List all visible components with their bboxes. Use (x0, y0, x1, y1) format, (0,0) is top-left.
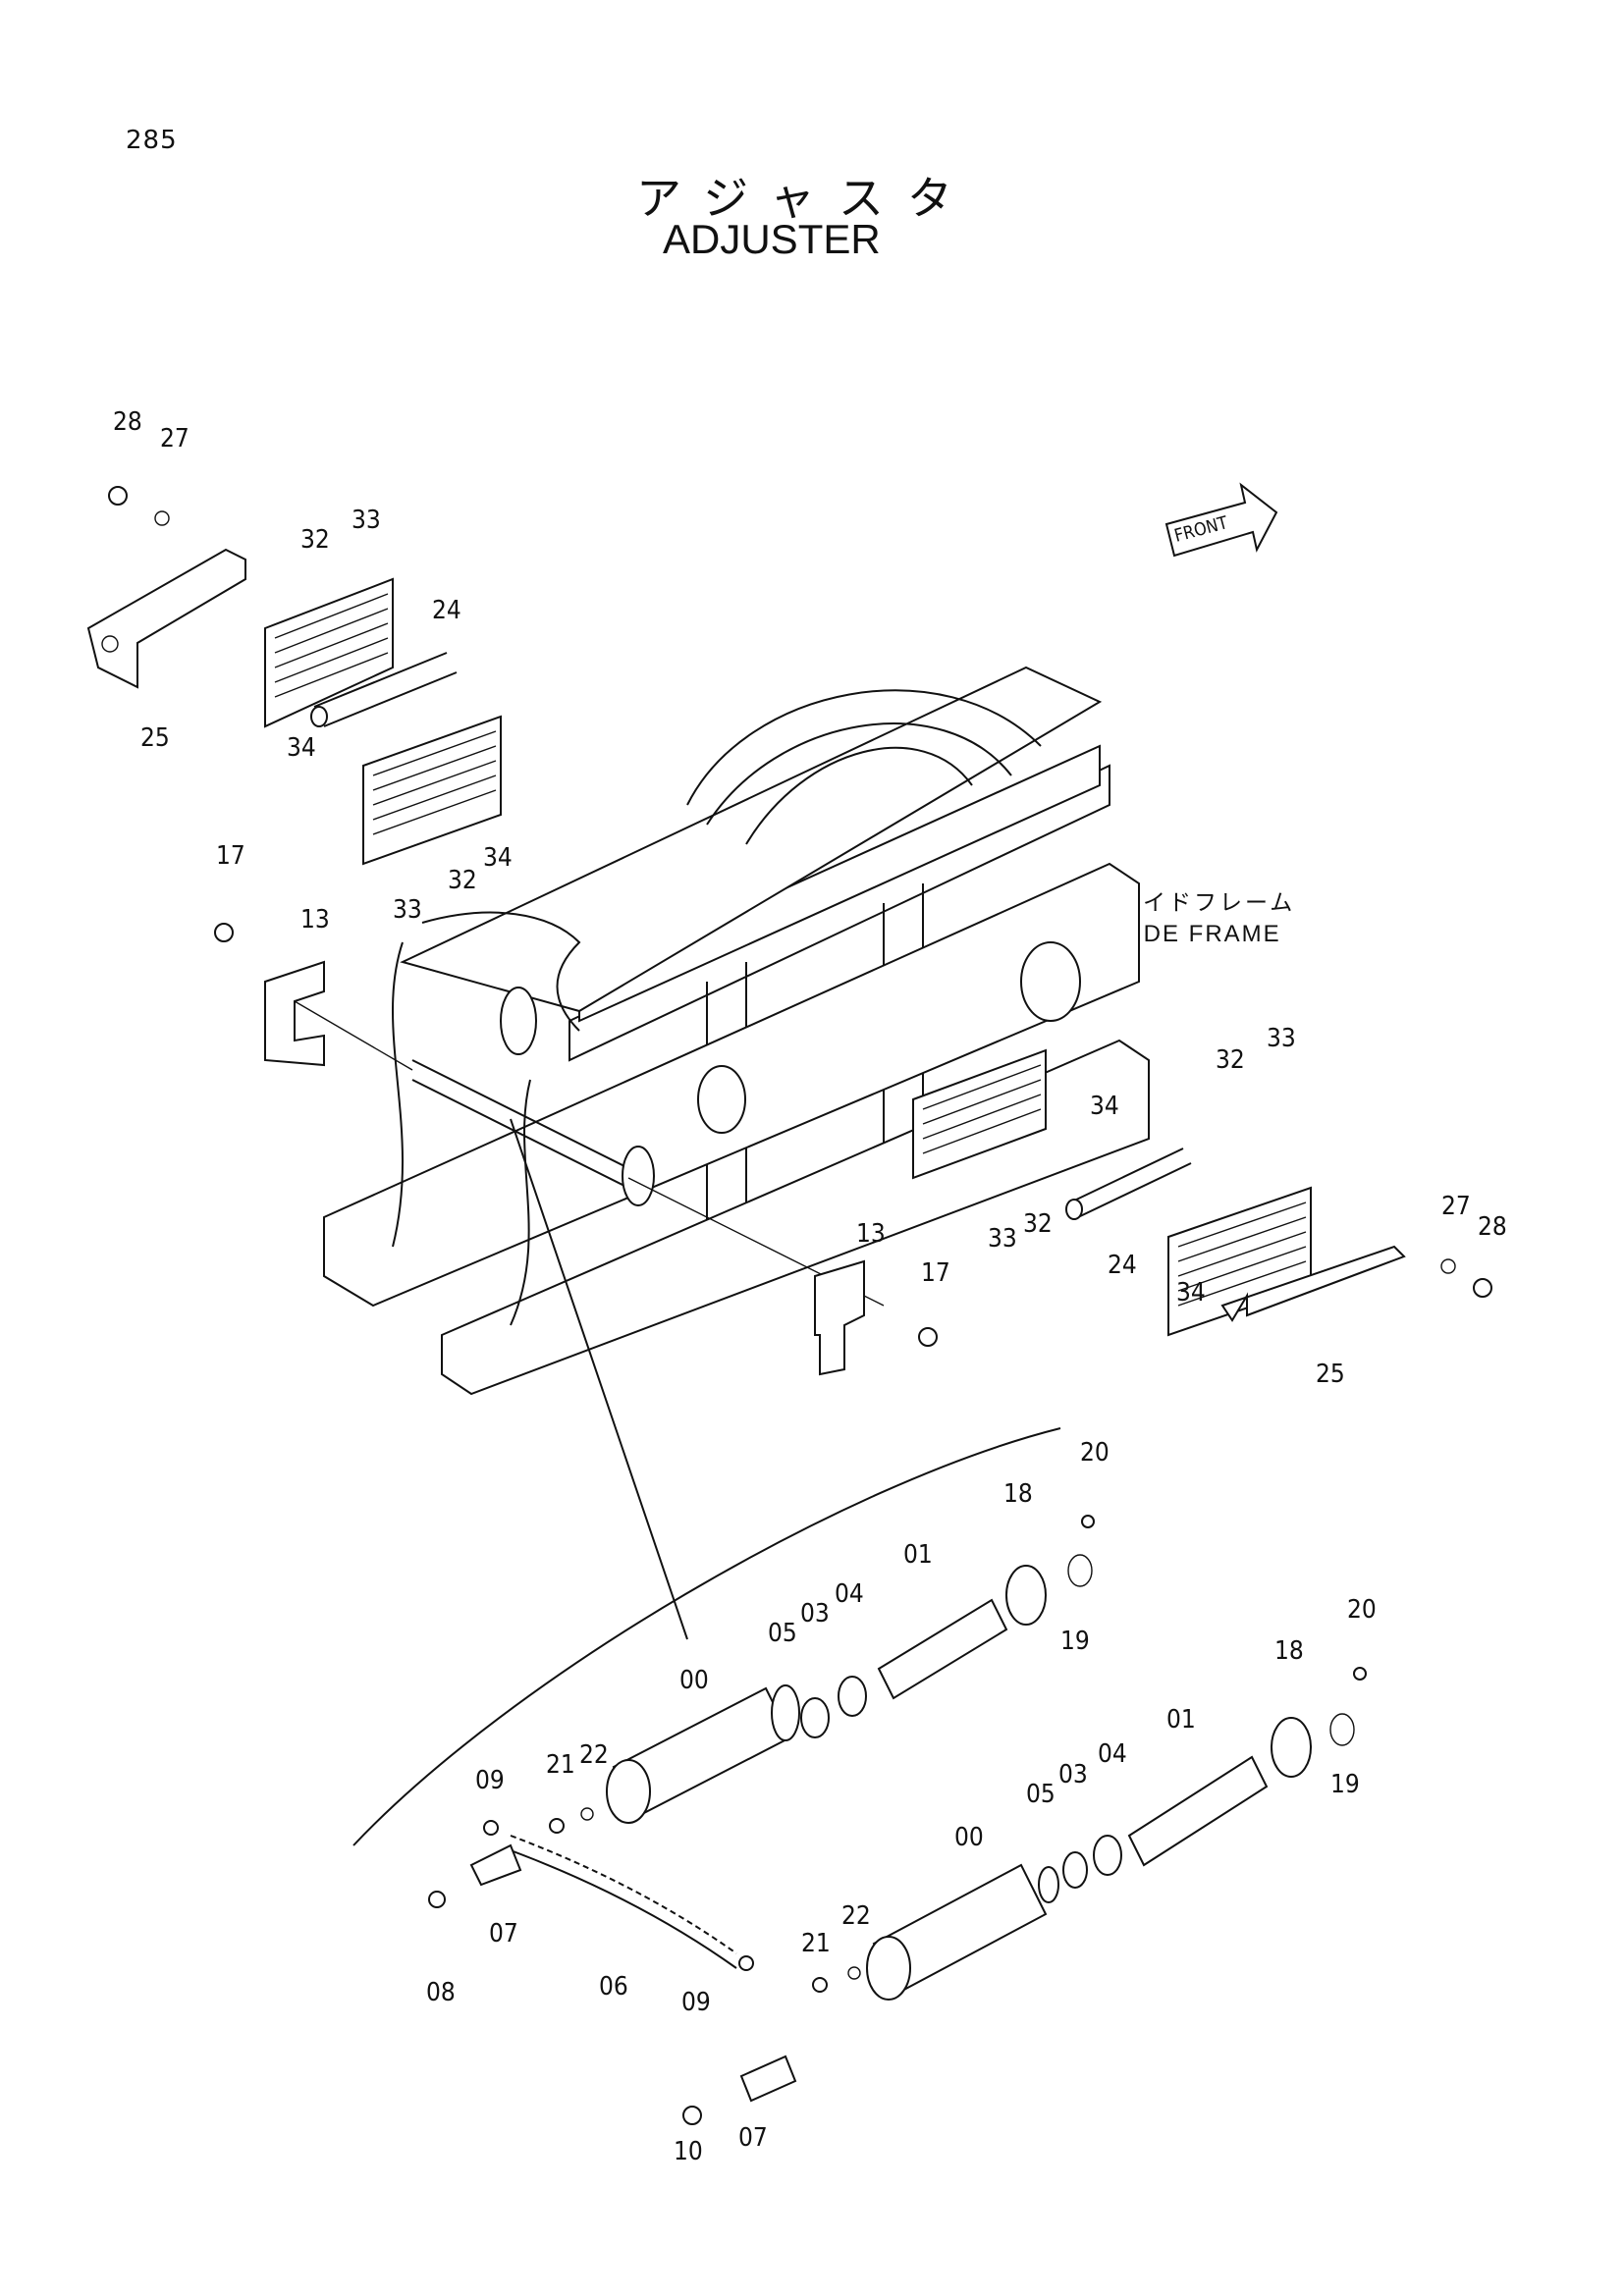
shim-stack-right-2 (1167, 1186, 1312, 1337)
part-label: 03 (800, 1599, 830, 1629)
pin-right (1065, 1148, 1192, 1220)
title-english: ADJUSTER (663, 216, 881, 262)
fitting-07-lower (739, 2055, 797, 2103)
bolt-17-left (214, 923, 234, 942)
part-label: 25 (140, 723, 170, 753)
shim-stack-upper-left-1 (264, 577, 394, 728)
shim-stack-right-1 (912, 1048, 1047, 1180)
part-label: 01 (1166, 1705, 1196, 1735)
part-label: 24 (1108, 1251, 1137, 1280)
part-label: 00 (679, 1666, 709, 1695)
part-label: 34 (287, 733, 316, 763)
part-label: 20 (1347, 1595, 1377, 1625)
part-label: 10 (674, 2137, 703, 2166)
bolt-21-upper (549, 1818, 565, 1834)
bolt-17-right (918, 1327, 938, 1347)
plug-08 (428, 1891, 446, 1908)
side-frame-label-japanese: サイドフレーム (1117, 890, 1296, 916)
part-label: 33 (352, 506, 381, 535)
part-label: 17 (921, 1258, 950, 1288)
part-label: 13 (300, 905, 330, 934)
part-label: 20 (1080, 1438, 1110, 1468)
bracket-13-left (264, 960, 325, 1067)
bolt-21-lower (812, 1977, 828, 1993)
part-label: 05 (1026, 1780, 1056, 1809)
part-label: 04 (835, 1579, 864, 1609)
part-label: 21 (801, 1929, 831, 1958)
pin-upper-left (310, 652, 458, 727)
washer-22-upper (580, 1807, 594, 1821)
part-label: 09 (681, 1988, 711, 2017)
part-label: 32 (1023, 1209, 1053, 1239)
cylinder-assembly-lower (866, 1667, 1367, 2001)
part-label: 07 (489, 1919, 518, 1949)
part-label: 18 (1274, 1636, 1304, 1666)
part-label: 07 (738, 2123, 768, 2153)
part-label: 34 (483, 843, 513, 873)
detail-leader-line (510, 1118, 688, 1640)
washer-22-lower (847, 1966, 861, 1980)
part-label: 21 (546, 1750, 575, 1780)
elbow-09-lower (738, 1955, 754, 1971)
bolt-28-upper-left (108, 486, 128, 506)
part-label: 32 (300, 525, 330, 555)
fitting-07-upper (469, 1843, 522, 1887)
bracket-upper-left (86, 548, 246, 689)
part-label: 33 (393, 895, 422, 925)
part-label: 34 (1176, 1278, 1206, 1308)
part-label: 19 (1060, 1627, 1090, 1656)
bracket-right (1220, 1245, 1406, 1322)
grease-hose (510, 1835, 737, 1969)
part-label: 18 (1003, 1479, 1033, 1509)
washer-27-upper-left (154, 510, 170, 526)
part-label: 33 (988, 1224, 1017, 1254)
part-label: 17 (216, 841, 245, 871)
shim-stack-upper-left-2 (362, 715, 502, 866)
part-label: 19 (1330, 1770, 1360, 1799)
title-japanese: アジャスタ (636, 172, 976, 225)
part-label: 34 (1090, 1092, 1119, 1121)
part-label: 09 (475, 1766, 505, 1795)
part-label: 01 (903, 1540, 933, 1570)
part-label: 28 (1478, 1212, 1507, 1242)
washer-27-right (1440, 1258, 1456, 1274)
part-label: 13 (856, 1219, 886, 1249)
part-label: 08 (426, 1978, 456, 2007)
part-label: 22 (841, 1901, 871, 1931)
part-label: 27 (1441, 1192, 1471, 1221)
part-label: 06 (599, 1972, 628, 2002)
page-number: 285 (126, 126, 178, 155)
part-label: 28 (113, 407, 142, 437)
bracket-13-right (814, 1259, 865, 1376)
side-frame-body (323, 666, 1150, 1396)
part-label: 03 (1058, 1760, 1088, 1789)
part-label: 04 (1098, 1739, 1127, 1769)
plug-10 (682, 2106, 702, 2125)
part-label: 05 (768, 1619, 797, 1648)
part-label: 32 (448, 866, 477, 895)
elbow-09-upper (483, 1820, 499, 1836)
detail-boundary-arc (352, 1427, 1061, 1846)
cylinder-assembly-upper (606, 1515, 1095, 1824)
part-label: 33 (1267, 1024, 1296, 1053)
part-label: 24 (432, 596, 461, 625)
part-label: 22 (579, 1740, 609, 1770)
part-label: 00 (954, 1823, 984, 1852)
bolt-28-right (1473, 1278, 1492, 1298)
part-label: 27 (160, 424, 189, 454)
part-label: 25 (1316, 1360, 1345, 1389)
part-label: 32 (1216, 1045, 1245, 1075)
front-arrow-icon: FRONT (1164, 482, 1278, 558)
side-frame-label-english: SIDE FRAME (1117, 921, 1281, 947)
